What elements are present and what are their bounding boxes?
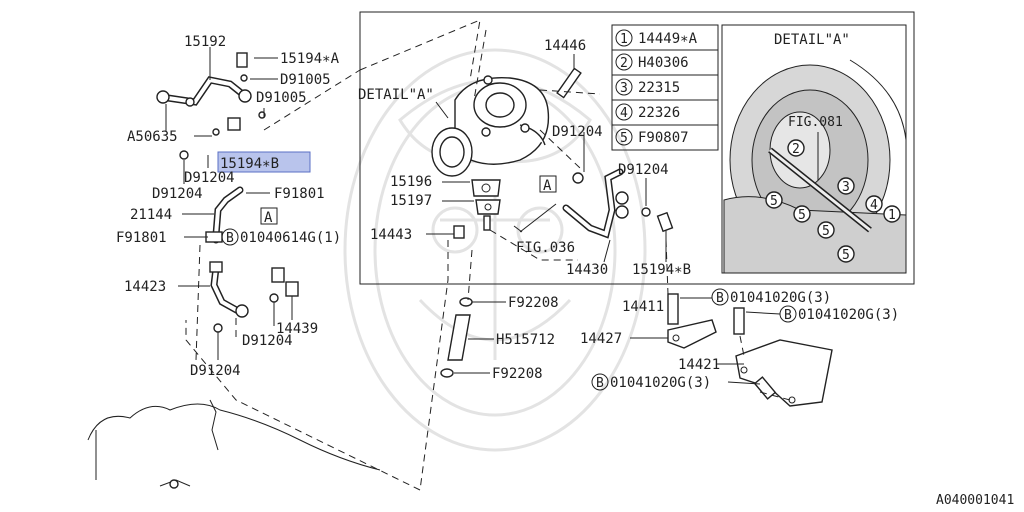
label-14421[interactable]: 14421 bbox=[678, 357, 720, 373]
label-d91005-b[interactable]: D91005 bbox=[256, 90, 307, 106]
legend-table: 1 14449∗A 2 H40306 3 22315 4 22326 5 F90… bbox=[611, 24, 719, 151]
label-d91204[interactable]: D91204 bbox=[242, 333, 293, 349]
detail-inset-title: DETAIL"A" bbox=[774, 32, 850, 48]
dashed-leaders bbox=[185, 19, 791, 491]
svg-text:1: 1 bbox=[888, 208, 896, 223]
label-15197[interactable]: 15197 bbox=[390, 193, 432, 209]
detail-callouts: 2 3 4 1 5 5 5 5 bbox=[765, 139, 901, 263]
callout-a-right: A bbox=[539, 175, 557, 194]
callout-a-left: A bbox=[260, 207, 278, 226]
pipe-14430 bbox=[562, 168, 674, 239]
legend-row-5: 5 F90807 bbox=[615, 128, 689, 146]
label-f91801[interactable]: F91801 bbox=[116, 230, 167, 246]
svg-text:A: A bbox=[264, 210, 273, 226]
svg-text:3: 3 bbox=[842, 180, 850, 195]
legend-num: 1 bbox=[620, 32, 628, 47]
legend-part[interactable]: F90807 bbox=[638, 130, 689, 146]
gaskets bbox=[453, 179, 501, 239]
svg-text:5: 5 bbox=[770, 194, 778, 209]
label-d91204[interactable]: D91204 bbox=[152, 186, 203, 202]
label-15192[interactable]: 15192 bbox=[184, 34, 226, 50]
svg-text:01041020G(3): 01041020G(3) bbox=[610, 375, 711, 391]
stud-14446 bbox=[556, 67, 582, 99]
svg-text:01041020G(3): 01041020G(3) bbox=[730, 290, 831, 306]
turbocharger bbox=[431, 75, 550, 177]
hose-assembly bbox=[440, 297, 473, 378]
leader-lines bbox=[165, 47, 781, 385]
legend-num: 4 bbox=[620, 106, 628, 121]
svg-text:A: A bbox=[543, 178, 552, 194]
label-detail-a[interactable]: DETAIL"A" bbox=[358, 87, 434, 103]
label-d91204[interactable]: D91204 bbox=[184, 170, 235, 186]
engine-outline bbox=[87, 399, 381, 489]
legend-num: 3 bbox=[620, 81, 628, 96]
svg-text:B: B bbox=[784, 308, 792, 323]
legend-num: 5 bbox=[620, 131, 628, 146]
legend-row-4: 4 22326 bbox=[615, 103, 680, 121]
label-21144[interactable]: 21144 bbox=[130, 207, 172, 223]
label-14423[interactable]: 14423 bbox=[124, 279, 166, 295]
part-labels: 15192 15194∗A D91005 D91005 A50635 15194… bbox=[116, 34, 1014, 508]
label-d91204[interactable]: D91204 bbox=[190, 363, 241, 379]
label-15194b-selected[interactable]: 15194∗B bbox=[220, 156, 279, 172]
label-15194b[interactable]: 15194∗B bbox=[632, 262, 691, 278]
svg-text:B: B bbox=[596, 376, 604, 391]
image-code: A040001041 bbox=[936, 493, 1014, 508]
svg-text:5: 5 bbox=[798, 208, 806, 223]
main-frame bbox=[359, 11, 915, 285]
label-a50635[interactable]: A50635 bbox=[127, 129, 178, 145]
label-b-01041020-a[interactable]: B 01041020G(3) bbox=[711, 288, 831, 306]
label-14427[interactable]: 14427 bbox=[580, 331, 622, 347]
svg-text:2: 2 bbox=[792, 142, 800, 157]
label-15196[interactable]: 15196 bbox=[390, 174, 432, 190]
legend-row-2: 2 H40306 bbox=[615, 53, 689, 71]
label-14411[interactable]: 14411 bbox=[622, 299, 664, 315]
svg-text:5: 5 bbox=[822, 224, 830, 239]
svg-text:B: B bbox=[226, 231, 234, 246]
legend-part[interactable]: 22315 bbox=[638, 80, 680, 96]
label-h515712[interactable]: H515712 bbox=[496, 332, 555, 348]
legend-num: 2 bbox=[620, 56, 628, 71]
label-f92208[interactable]: F92208 bbox=[508, 295, 559, 311]
label-d91204[interactable]: D91204 bbox=[552, 124, 603, 140]
svg-text:01040614G(1): 01040614G(1) bbox=[240, 230, 341, 246]
label-14443[interactable]: 14443 bbox=[370, 227, 412, 243]
fig036-ref[interactable]: FIG.036 bbox=[516, 240, 575, 256]
svg-text:B: B bbox=[716, 291, 724, 306]
brackets bbox=[667, 293, 833, 407]
label-d91204[interactable]: D91204 bbox=[618, 162, 669, 178]
label-14430[interactable]: 14430 bbox=[566, 262, 608, 278]
label-15194a[interactable]: 15194∗A bbox=[280, 51, 340, 67]
legend-part[interactable]: 22326 bbox=[638, 105, 680, 121]
legend-part[interactable]: H40306 bbox=[638, 55, 689, 71]
legend-part[interactable]: 14449∗A bbox=[638, 31, 698, 47]
svg-text:01041020G(3): 01041020G(3) bbox=[798, 307, 899, 323]
svg-text:5: 5 bbox=[842, 248, 850, 263]
label-14439[interactable]: 14439 bbox=[276, 321, 318, 337]
svg-text:4: 4 bbox=[870, 198, 878, 213]
label-14446[interactable]: 14446 bbox=[544, 38, 586, 54]
return-lines bbox=[205, 186, 299, 333]
legend-row-1: 1 14449∗A bbox=[615, 29, 698, 47]
label-f92208[interactable]: F92208 bbox=[492, 366, 543, 382]
legend-row-3: 3 22315 bbox=[615, 78, 680, 96]
detail-a-inset: DETAIL"A" FIG.081 2 3 4 1 5 5 5 5 bbox=[721, 24, 907, 274]
selected-part-highlight bbox=[217, 151, 311, 173]
label-b-01040614[interactable]: B 01040614G(1) bbox=[221, 228, 341, 246]
label-f91801[interactable]: F91801 bbox=[274, 186, 325, 202]
fig081-ref[interactable]: FIG.081 bbox=[788, 115, 843, 130]
label-b-01041020-b[interactable]: B 01041020G(3) bbox=[779, 305, 899, 323]
label-d91005[interactable]: D91005 bbox=[280, 72, 331, 88]
label-b-01041020-c[interactable]: B 01041020G(3) bbox=[591, 373, 711, 391]
